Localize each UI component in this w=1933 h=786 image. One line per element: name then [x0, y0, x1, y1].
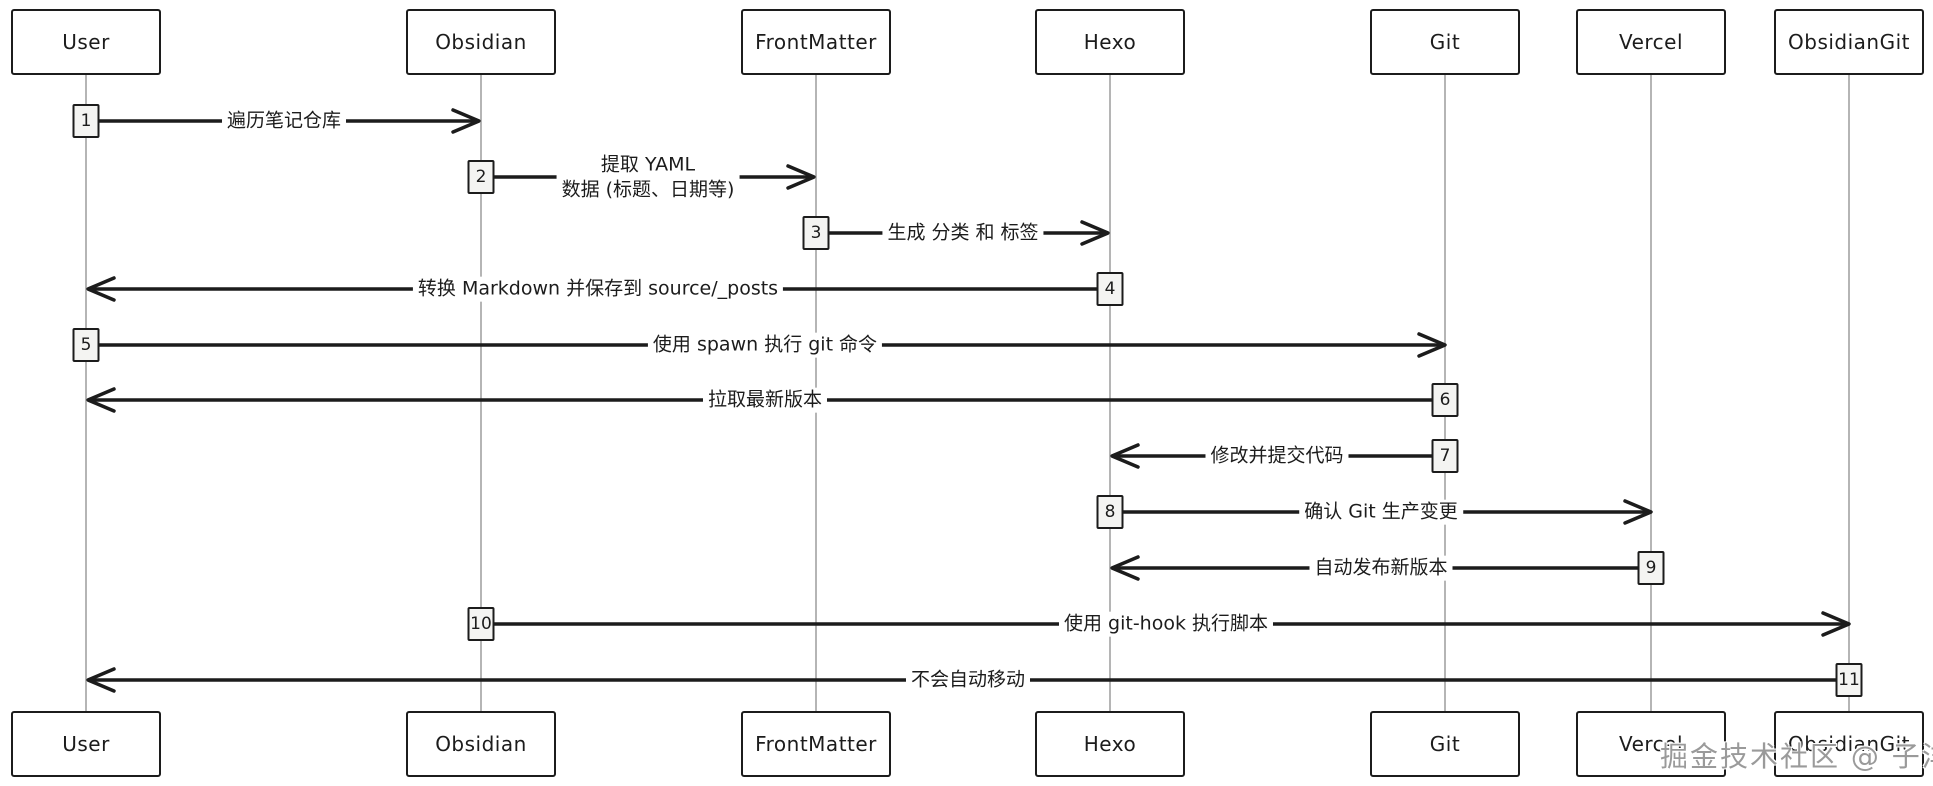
- actor-frontmatter-top: FrontMatter: [741, 9, 891, 75]
- lifeline-hexo: [1109, 75, 1111, 711]
- message-5-number: 5: [72, 328, 100, 362]
- actor-obsidiangit-top: ObsidianGit: [1774, 9, 1924, 75]
- message-3-number: 3: [802, 216, 830, 250]
- message-1-label: 遍历笔记仓库: [221, 108, 347, 134]
- actor-user-bottom: User: [11, 711, 161, 777]
- message-9-number: 9: [1637, 551, 1665, 585]
- message-5-label: 使用 spawn 执行 git 命令: [647, 332, 883, 358]
- lifeline-vercel: [1650, 75, 1652, 711]
- actor-hexo-top: Hexo: [1035, 9, 1185, 75]
- message-8-number: 8: [1096, 495, 1124, 529]
- lifeline-user: [85, 75, 87, 711]
- message-4-label: 转换 Markdown 并保存到 source/_posts: [412, 276, 784, 302]
- actor-hexo-bottom: Hexo: [1035, 711, 1185, 777]
- message-2-number: 2: [467, 160, 495, 194]
- message-10-label: 使用 git-hook 执行脚本: [1058, 611, 1274, 637]
- message-11-number: 11: [1835, 663, 1863, 697]
- actor-vercel-bottom: Vercel: [1576, 711, 1726, 777]
- watermark: 掘金技术社区 @ 子洋: [1660, 740, 1933, 773]
- message-11-label: 不会自动移动: [905, 667, 1031, 693]
- lifeline-obsidiangit: [1848, 75, 1850, 711]
- message-6-number: 6: [1431, 383, 1459, 417]
- message-9-label: 自动发布新版本: [1309, 555, 1453, 581]
- actor-obsidian-bottom: Obsidian: [406, 711, 556, 777]
- message-2-label: 提取 YAML 数据 (标题、日期等): [556, 152, 740, 202]
- actor-user-top: User: [11, 9, 161, 75]
- message-1-number: 1: [72, 104, 100, 138]
- message-10-number: 10: [467, 607, 495, 641]
- message-4-number: 4: [1096, 272, 1124, 306]
- actor-vercel-top: Vercel: [1576, 9, 1726, 75]
- message-6-label: 拉取最新版本: [702, 387, 828, 413]
- actor-obsidian-top: Obsidian: [406, 9, 556, 75]
- actor-obsidiangit-bottom: ObsidianGit: [1774, 711, 1924, 777]
- message-2-label-line2: 数据 (标题、日期等): [561, 178, 735, 200]
- message-7-label: 修改并提交代码: [1205, 443, 1349, 469]
- actor-git-top: Git: [1370, 9, 1520, 75]
- message-7-number: 7: [1431, 439, 1459, 473]
- message-8-label: 确认 Git 生产变更: [1299, 499, 1463, 525]
- lifeline-obsidian: [480, 75, 482, 711]
- actor-frontmatter-bottom: FrontMatter: [741, 711, 891, 777]
- message-2-label-line1: 提取 YAML: [600, 153, 696, 176]
- message-3-label: 生成 分类 和 标签: [882, 220, 1044, 246]
- actor-git-bottom: Git: [1370, 711, 1520, 777]
